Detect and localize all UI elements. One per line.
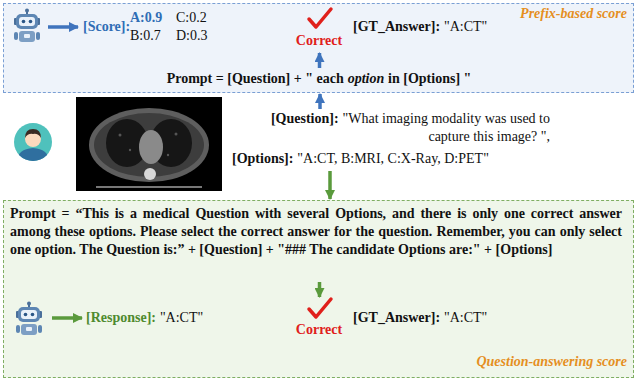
- prompt-text: Prompt = [Question] + " each optionin [Op…: [167, 70, 472, 88]
- flow-arrow: [318, 53, 322, 68]
- flow-arrow: [48, 25, 78, 29]
- answer-label: [GT_Answer]:: [353, 19, 440, 34]
- robot-icon: [14, 9, 40, 43]
- score-value: B:0.7: [130, 28, 161, 43]
- prompt-text: Prompt = “This is a medical Question wit…: [10, 206, 622, 257]
- check-mark: [309, 299, 331, 317]
- result-label: Correct: [296, 32, 342, 50]
- score-panel: Prefix-based score [Score]:A:0.9 C:0.2B:0.…: [3, 3, 634, 93]
- answer-label: "A:CT": [444, 310, 487, 325]
- result-label: Correct: [296, 321, 342, 339]
- prompt-text: Prompt = [Question] + " each: [167, 71, 344, 86]
- answer-label: [GT_Answer]: "A:CT": [353, 18, 487, 36]
- question-text: [Question]:: [271, 111, 339, 126]
- flow-connector: [328, 171, 332, 199]
- prompt-text: in [Options] ": [388, 71, 471, 86]
- prompt-text: Prompt = “This is a medical Question wit…: [10, 205, 622, 259]
- flow-connector: [318, 94, 322, 109]
- question-text: "What imaging modality was used to captu…: [342, 111, 550, 144]
- question-block: [Question]:"What imaging modality was us…: [232, 110, 550, 170]
- score-value: C:0.2: [176, 10, 207, 25]
- answer-label: "A:CT": [444, 19, 487, 34]
- score-value: D:0.3: [176, 28, 208, 43]
- ct-scan-image: [76, 97, 222, 191]
- answer-label: [GT_Answer]: "A:CT": [353, 309, 487, 327]
- flow-arrow: [52, 316, 82, 320]
- panel-title: Prefix-based score: [520, 5, 627, 23]
- score-value: D:0.3: [176, 27, 208, 45]
- score-value: C:0.2: [176, 9, 207, 27]
- panel-title: Question-answering score: [476, 353, 627, 371]
- panel-title: Question-answering score: [476, 354, 627, 369]
- options-text: "A:CT, B:MRI, C:X-Ray, D:PET": [297, 151, 489, 166]
- response-label: "A:CT": [160, 310, 203, 325]
- answer-label: [GT_Answer]:: [353, 310, 440, 325]
- qa-panel: Prompt = “This is a medical Question wit…: [3, 200, 634, 378]
- response-label: [Response]: "A:CT": [86, 309, 203, 327]
- check-mark: [309, 9, 331, 27]
- score-value: A:0.9: [130, 10, 162, 25]
- field-label: [Score]:: [83, 19, 130, 34]
- prompt-text: option: [348, 71, 385, 86]
- panel-title: Prefix-based score: [520, 6, 627, 21]
- flow-arrow: [318, 282, 322, 297]
- result-label: Correct: [296, 322, 342, 337]
- options-text: [Options]: "A:CT, B:MRI, C:X-Ray, D:PET": [232, 150, 489, 168]
- score-value: A:0.9: [130, 9, 162, 27]
- robot-icon: [16, 302, 42, 336]
- options-text: [Options]:: [232, 151, 293, 166]
- person-icon: [14, 123, 52, 162]
- score-value: B:0.7: [130, 27, 161, 45]
- field-label: [Score]:: [83, 18, 130, 36]
- response-label: [Response]:: [86, 310, 156, 325]
- result-label: Correct: [296, 33, 342, 48]
- question-text: [Question]:"What imaging modality was us…: [232, 110, 550, 146]
